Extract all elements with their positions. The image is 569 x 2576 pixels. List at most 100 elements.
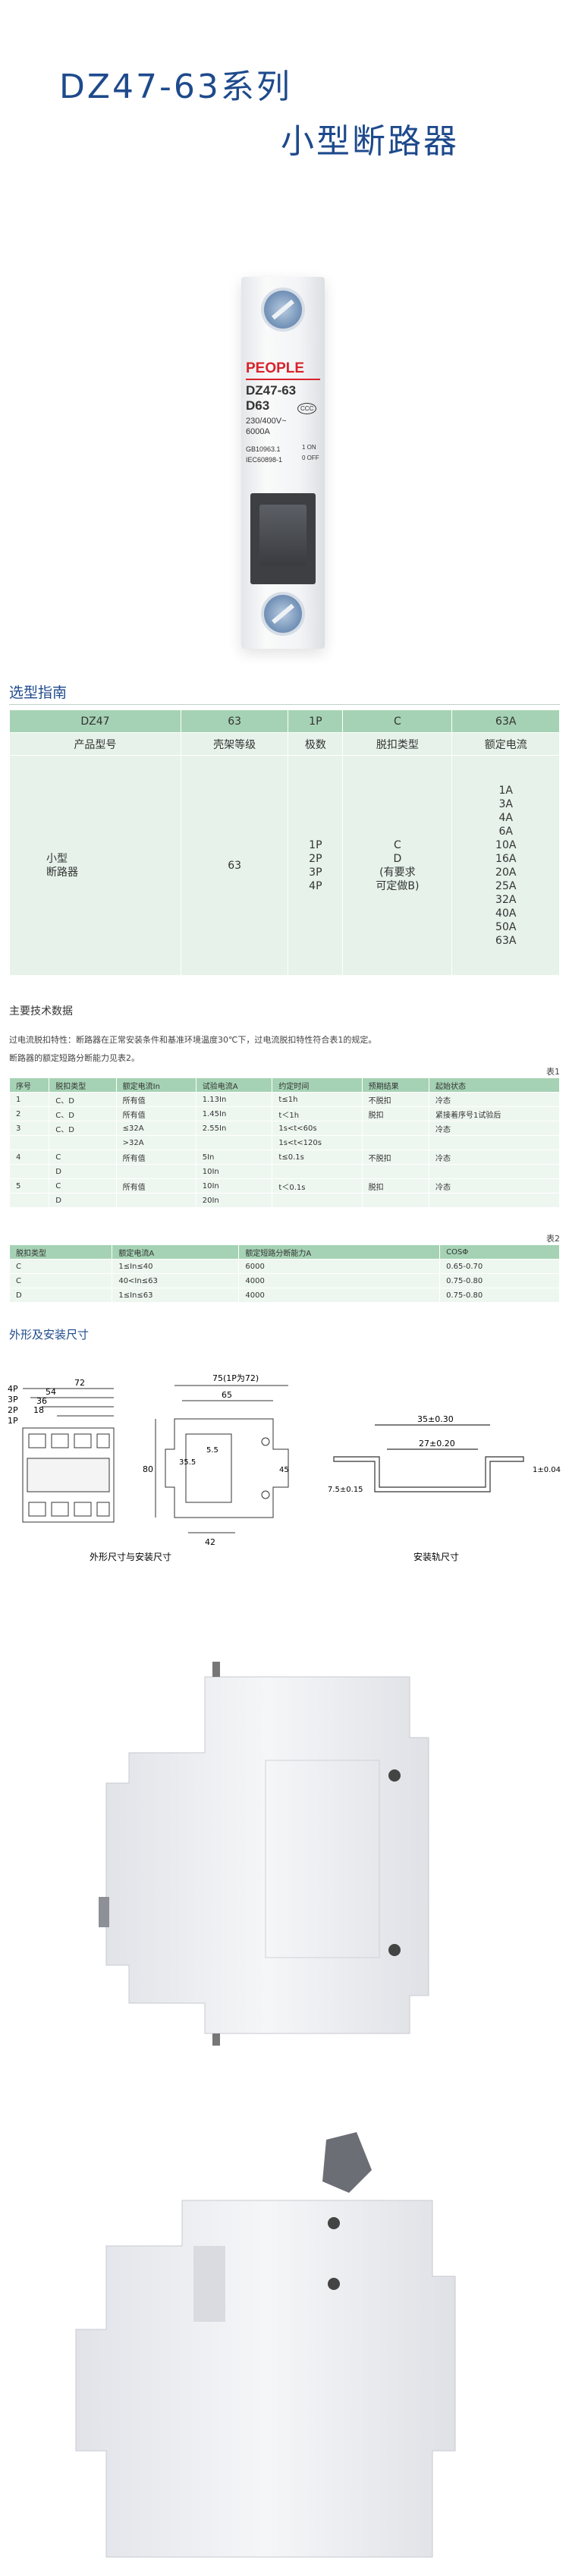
th: 脱扣类型 — [8, 1244, 113, 1260]
td: 1≤In≤63 — [112, 1288, 240, 1303]
td: 2 — [8, 1106, 50, 1121]
pole-label: 2P — [8, 1405, 18, 1415]
td: 1≤In≤40 — [112, 1259, 240, 1274]
td: 1s<t<60s — [272, 1121, 363, 1136]
current-cell: 1A 3A 4A 6A 10A 16A 20A 25A 32A 40A 50A … — [451, 755, 560, 976]
td — [361, 1164, 429, 1179]
side-render-1 — [99, 1662, 429, 2046]
td — [195, 1135, 273, 1150]
side-view-drawing — [155, 1385, 289, 1533]
pole-label: 4P — [8, 1384, 18, 1394]
ccc-cert-badge: CCC — [297, 403, 317, 414]
td — [8, 1135, 50, 1150]
td — [361, 1193, 429, 1208]
rail-dim: 7.5±0.15 — [328, 1486, 363, 1494]
td: 5 — [8, 1178, 50, 1194]
tech-para-2: 断路器的额定短路分断能力见表2。 — [9, 1053, 140, 1063]
breaker-product-image: PEOPLE DZ47-63 D63 230/400V~ 6000A GB109… — [241, 277, 325, 649]
td: 5In — [195, 1150, 273, 1165]
rail-dim: 1±0.04 — [533, 1466, 561, 1474]
th: COSΦ — [439, 1244, 560, 1260]
td — [8, 1164, 50, 1179]
din-rail-drawing — [333, 1424, 524, 1492]
frame-cell: 63 — [180, 755, 289, 976]
td: 0.75-0.80 — [439, 1288, 560, 1303]
td — [272, 1164, 363, 1179]
th: 起始状态 — [428, 1077, 561, 1093]
pole-label: 1P — [8, 1416, 18, 1426]
table-header-row: 脱扣类型 额定电流A 额定短路分断能力A COSΦ — [8, 1244, 560, 1260]
product-capacity: 6000A — [246, 427, 270, 436]
td: 冷态 — [428, 1178, 561, 1194]
side-render-2 — [75, 2132, 456, 2558]
td: C、D — [49, 1106, 117, 1121]
td: 冷态 — [428, 1121, 561, 1136]
th: 约定时间 — [272, 1077, 363, 1093]
td: C、D — [49, 1092, 117, 1107]
th: 额定电流In — [115, 1077, 196, 1093]
tech-data-title: 主要技术数据 — [9, 1005, 73, 1018]
rail-dim: 35±0.30 — [417, 1414, 454, 1424]
td: 1 — [8, 1092, 50, 1107]
dimensions-title: 外形及安装尺寸 — [9, 1328, 90, 1341]
side-dim: 45 — [279, 1466, 289, 1474]
trip-cell: C D (有要求 可定做B) — [342, 755, 453, 976]
toggle-handle — [259, 505, 307, 565]
td: 冷态 — [428, 1150, 561, 1165]
th: 序号 — [8, 1077, 50, 1093]
brand-logo: PEOPLE — [246, 360, 305, 376]
product-voltage: 230/400V~ — [246, 417, 287, 426]
code-cell: 63A — [451, 709, 560, 733]
name-cell: 额定电流 — [451, 732, 560, 756]
td: >32A — [115, 1135, 196, 1150]
product-model: DZ47-63 — [246, 383, 297, 398]
td: D — [49, 1164, 117, 1179]
table2-tag: 表2 — [546, 1234, 560, 1244]
th: 额定短路分断能力A — [238, 1244, 441, 1260]
td — [428, 1135, 561, 1150]
side-dim: 42 — [205, 1537, 215, 1547]
td: D — [8, 1288, 113, 1303]
td: C — [49, 1178, 117, 1194]
product-standard-1: GB10963.1 — [246, 445, 281, 453]
td: t≤1h — [272, 1092, 363, 1107]
td: C — [49, 1150, 117, 1165]
td: t≤0.1s — [272, 1150, 363, 1165]
td: 10In — [195, 1178, 273, 1194]
td: C — [8, 1259, 113, 1274]
td: 1.45In — [195, 1106, 273, 1121]
td: 0.65-0.70 — [439, 1259, 560, 1274]
selection-code-row: DZ47 63 1P C 63A — [9, 709, 560, 733]
td: 4 — [8, 1150, 50, 1165]
front-view-drawing — [22, 1388, 115, 1523]
width-label: 18 — [33, 1405, 44, 1415]
page-title-line1: DZ47-63系列 — [59, 68, 292, 106]
td — [361, 1135, 429, 1150]
td: ≤32A — [115, 1121, 196, 1136]
td: t＜0.1s — [272, 1178, 363, 1194]
td — [361, 1121, 429, 1136]
td: 1.13In — [195, 1092, 273, 1107]
code-cell: DZ47 — [9, 709, 181, 733]
td: 2.55In — [195, 1121, 273, 1136]
off-label: 0 OFF — [302, 454, 319, 461]
side-dim: 5.5 — [206, 1446, 218, 1455]
td: 所有值 — [115, 1178, 196, 1194]
td: 冷态 — [428, 1092, 561, 1107]
name-cell: 壳架等级 — [180, 732, 289, 756]
td: 所有值 — [115, 1150, 196, 1165]
product-standard-2: IEC60898-1 — [246, 456, 283, 464]
product-renders — [75, 1662, 456, 2558]
rail-dim: 27±0.20 — [419, 1439, 455, 1448]
th: 预期结果 — [361, 1077, 429, 1093]
selection-guide-title: 选型指南 — [9, 684, 68, 701]
